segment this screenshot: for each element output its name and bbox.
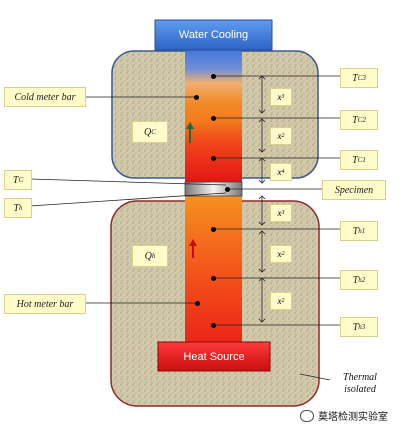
sensor-dot [194, 95, 199, 100]
wechat-icon [300, 409, 314, 422]
hot-meter-bar-label: Hot meter bar [4, 294, 86, 314]
water-cooling-label: Water Cooling [178, 29, 249, 41]
watermark: 莫塔检测实验室 [300, 408, 388, 423]
dimension-lines [258, 75, 266, 323]
heat-source-label: Heat Source [183, 350, 245, 363]
water-cooling-box [154, 19, 273, 51]
sensor-dot [211, 116, 216, 121]
sensor-dot [211, 74, 216, 79]
thermal-isolated-label: Thermal isolated [343, 372, 377, 395]
sensor-dot [211, 227, 216, 232]
sensor-dot [211, 276, 216, 281]
sensor-dot [225, 187, 230, 192]
specimen-label: Specimen [322, 180, 386, 200]
sensor-dot [211, 323, 216, 328]
right-leader-lines [213, 75, 340, 381]
heat-source-box [157, 341, 271, 372]
heat-flow-arrows [186, 122, 197, 258]
sensor-dot [195, 301, 200, 306]
cold-meter-bar-label: Cold meter bar [4, 87, 86, 107]
sensor-dot [211, 156, 216, 161]
cold-meter-bar-shape [185, 44, 242, 183]
